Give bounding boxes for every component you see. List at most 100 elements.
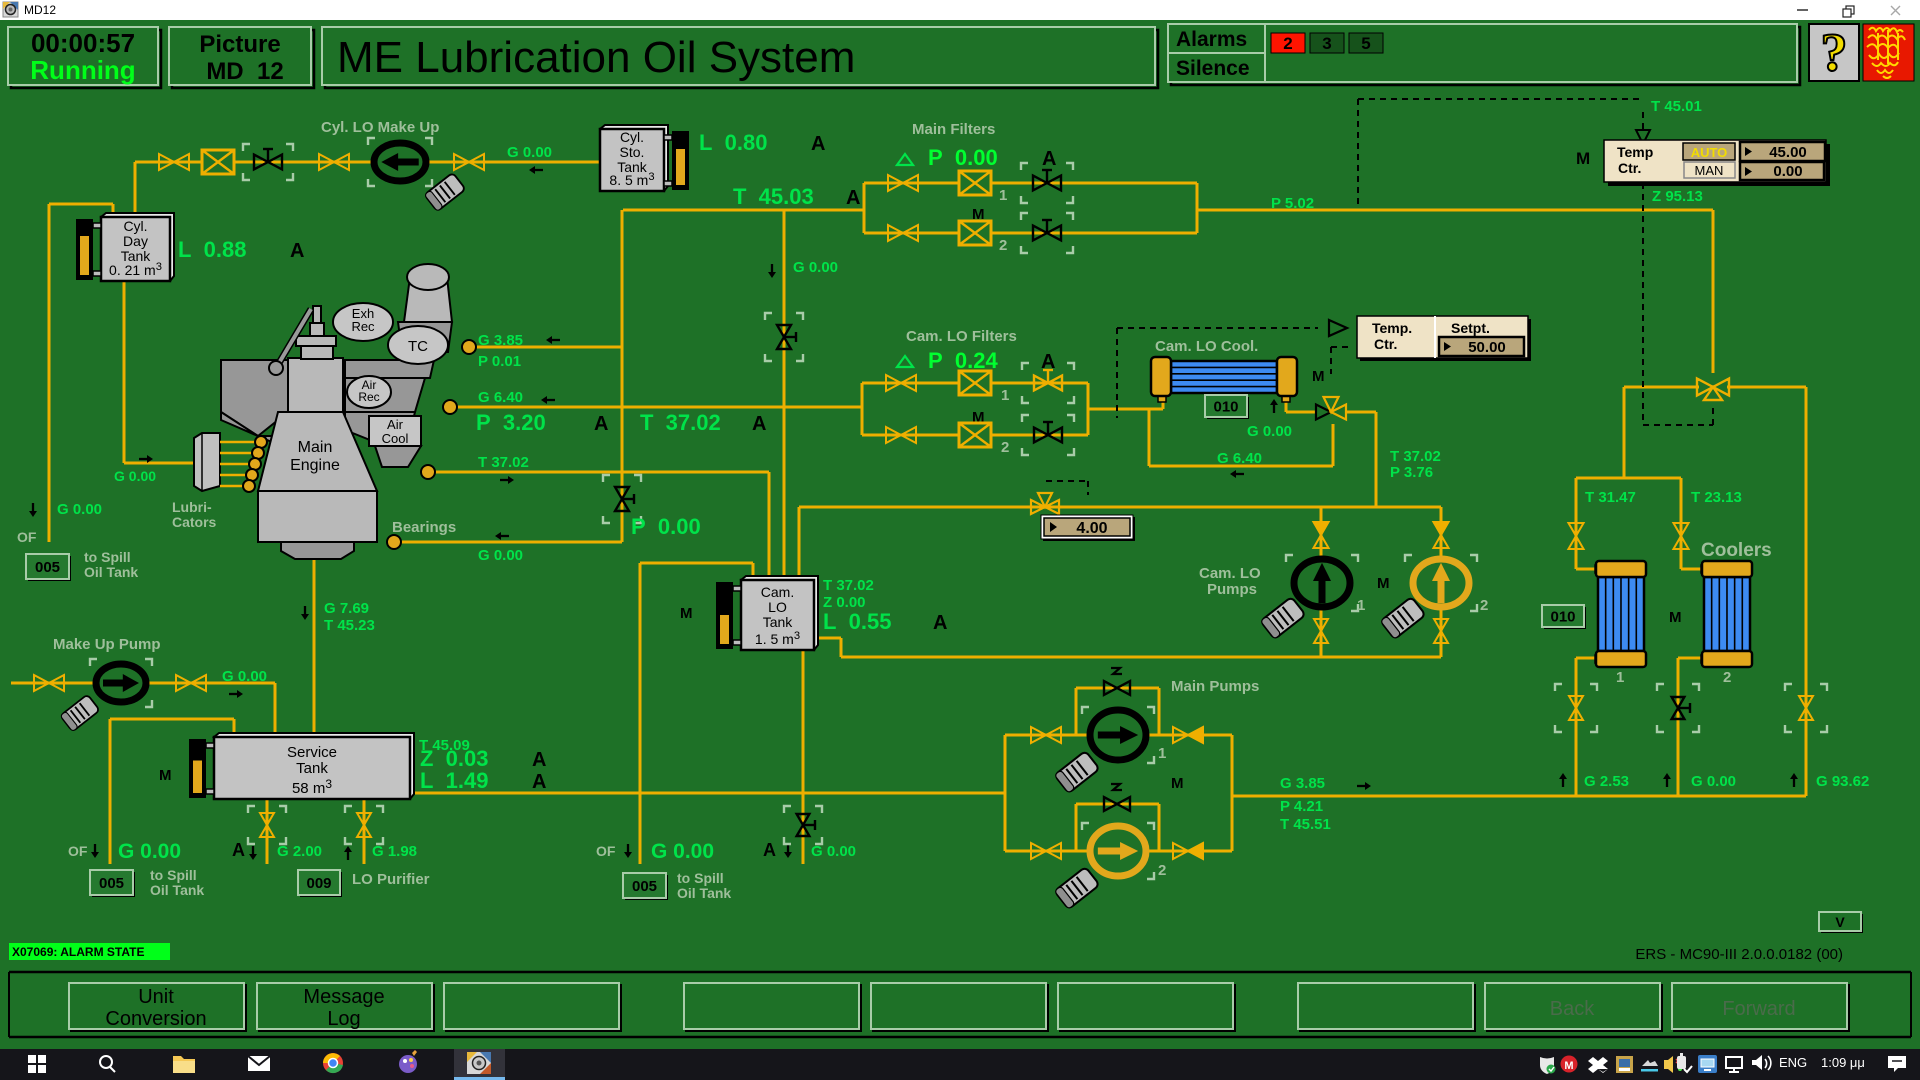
svg-text:G 0.00: G 0.00 (651, 840, 714, 863)
svg-text:P 0.00: P 0.00 (928, 145, 998, 170)
svg-text:Cam. LO Filters: Cam. LO Filters (906, 328, 1017, 345)
svg-text:TC: TC (408, 338, 428, 355)
svg-text:A: A (594, 413, 608, 435)
svg-text:4.00: 4.00 (1076, 520, 1107, 537)
svg-text:G 6.40: G 6.40 (1217, 450, 1262, 467)
svg-text:G 2.53: G 2.53 (1584, 773, 1629, 790)
svg-text:Pumps: Pumps (1207, 581, 1257, 598)
svg-text:Log: Log (327, 1008, 360, 1030)
svg-text:M: M (1171, 775, 1184, 792)
svg-text:010: 010 (1550, 608, 1575, 625)
svg-text:T 45.23: T 45.23 (324, 617, 375, 634)
svg-text:G 0.00: G 0.00 (118, 840, 181, 863)
svg-text:0.00: 0.00 (1773, 163, 1802, 180)
svg-text:T 37.02: T 37.02 (640, 410, 721, 435)
svg-text:A: A (763, 840, 776, 860)
svg-text:1: 1 (1158, 745, 1166, 762)
svg-text:G 3.85: G 3.85 (1280, 775, 1325, 792)
svg-text:OF: OF (596, 843, 616, 859)
svg-text:2: 2 (1158, 862, 1166, 879)
svg-text:Main Filters: Main Filters (912, 121, 995, 138)
svg-text:Cool: Cool (382, 431, 409, 446)
svg-text:P 5.02: P 5.02 (1271, 195, 1314, 212)
svg-text:Service: Service (287, 744, 337, 761)
svg-text:M: M (1564, 1060, 1573, 1072)
svg-text:MD12: MD12 (24, 3, 56, 17)
svg-text:Tank: Tank (617, 159, 648, 175)
svg-text:G 7.69: G 7.69 (324, 600, 369, 617)
svg-text:P 0.00: P 0.00 (631, 514, 701, 539)
svg-text:Tank: Tank (763, 614, 794, 630)
svg-text:V: V (1835, 914, 1845, 930)
svg-text:T 37.02: T 37.02 (478, 454, 529, 471)
svg-text:AUTO: AUTO (1691, 145, 1728, 160)
svg-text:Alarms: Alarms (1176, 28, 1247, 51)
svg-text:M: M (1576, 149, 1590, 168)
svg-text:LO: LO (768, 599, 787, 615)
svg-text:G 0.00: G 0.00 (1247, 423, 1292, 440)
svg-text:G 6.40: G 6.40 (478, 389, 523, 406)
svg-text:G 0.00: G 0.00 (222, 668, 267, 685)
svg-text:LO Purifier: LO Purifier (352, 871, 430, 888)
svg-text:T 31.47: T 31.47 (1585, 489, 1636, 506)
svg-text:T 45.01: T 45.01 (1651, 98, 1702, 115)
svg-text:MD 12: MD 12 (206, 58, 283, 85)
svg-text:005: 005 (99, 875, 124, 892)
svg-text:009: 009 (306, 875, 331, 892)
svg-text:A: A (1041, 351, 1055, 373)
svg-text:A: A (532, 749, 546, 771)
svg-text:Day: Day (123, 233, 148, 249)
svg-text:Cyl.: Cyl. (620, 129, 644, 145)
svg-text:T 45.51: T 45.51 (1280, 816, 1331, 833)
svg-text:45.00: 45.00 (1769, 144, 1807, 161)
svg-text:005: 005 (632, 878, 657, 895)
svg-text:G 0.00: G 0.00 (1691, 773, 1736, 790)
svg-text:0. 21 m3: 0. 21 m3 (109, 261, 162, 278)
svg-text:Main: Main (298, 439, 333, 456)
svg-text:Cyl. LO Make Up: Cyl. LO Make Up (321, 119, 439, 136)
svg-text:Picture: Picture (199, 31, 280, 58)
svg-text:A: A (290, 240, 304, 262)
svg-text:Cyl.: Cyl. (123, 218, 147, 234)
svg-text:Message: Message (303, 986, 384, 1008)
svg-text:Air: Air (387, 417, 404, 432)
svg-text:Cam. LO: Cam. LO (1199, 565, 1261, 582)
svg-text:Tank: Tank (121, 248, 152, 264)
svg-text:OF: OF (68, 843, 88, 859)
svg-text:A: A (811, 133, 825, 155)
svg-text:Rec: Rec (358, 390, 379, 404)
svg-text:Z 0.03: Z 0.03 (420, 746, 488, 771)
svg-text:Engine: Engine (290, 457, 340, 474)
svg-text:M: M (680, 605, 693, 622)
svg-text:P 4.21: P 4.21 (1280, 798, 1323, 815)
svg-text:MAN: MAN (1695, 163, 1724, 178)
svg-text:T 23.13: T 23.13 (1691, 489, 1742, 506)
svg-text:G 0.00: G 0.00 (811, 843, 856, 860)
svg-text:Rec: Rec (351, 319, 375, 334)
svg-text:G 1.98: G 1.98 (372, 843, 417, 860)
svg-text:1: 1 (1616, 669, 1624, 686)
svg-text:L 0.55: L 0.55 (823, 609, 891, 634)
svg-text:Oil Tank: Oil Tank (150, 882, 204, 898)
svg-text:A: A (1042, 148, 1056, 170)
svg-text:Z 0.00: Z 0.00 (823, 594, 866, 611)
svg-text:50.00: 50.00 (1468, 339, 1506, 356)
svg-text:1:09 μμ: 1:09 μμ (1821, 1055, 1865, 1070)
svg-text:Cators: Cators (172, 514, 217, 530)
svg-text:G 0.00: G 0.00 (114, 468, 156, 484)
svg-text:G 0.00: G 0.00 (57, 501, 102, 518)
svg-text:2: 2 (1283, 34, 1292, 53)
svg-text:ENG: ENG (1779, 1055, 1807, 1070)
svg-text:Sto.: Sto. (620, 144, 645, 160)
svg-text:T 45.03: T 45.03 (733, 184, 814, 209)
svg-text:A: A (232, 840, 245, 860)
svg-text:G 0.00: G 0.00 (507, 144, 552, 161)
svg-text:A: A (933, 612, 947, 634)
svg-text:Cam. LO Cool.: Cam. LO Cool. (1155, 338, 1258, 355)
svg-text:M: M (972, 206, 985, 223)
svg-text:T 37.02: T 37.02 (1390, 448, 1441, 465)
svg-text:1. 5 m3: 1. 5 m3 (755, 630, 800, 647)
svg-text:to Spill: to Spill (150, 867, 197, 883)
svg-text:M: M (1669, 609, 1682, 626)
svg-text:Temp: Temp (1617, 144, 1653, 160)
